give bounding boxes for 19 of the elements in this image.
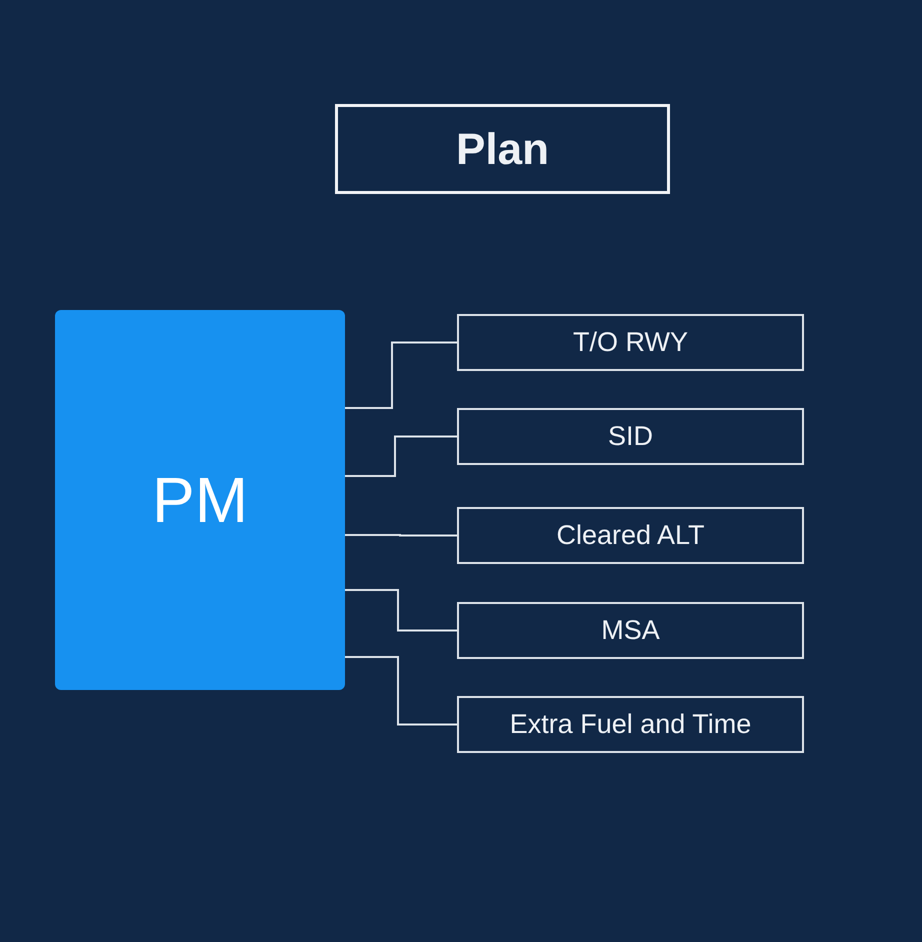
box-label: Cleared ALT: [556, 518, 705, 552]
item-box: [457, 602, 804, 659]
connector-line: [345, 342, 457, 409]
box-label: SID: [608, 420, 653, 453]
title-box: [335, 104, 670, 194]
connector-line: [345, 534, 457, 536]
item-box: [457, 408, 804, 465]
item-box: [457, 507, 804, 564]
connector-line: [345, 589, 457, 632]
box-label: Plan: [456, 124, 549, 176]
box-label: MSA: [601, 614, 660, 647]
connector-line: [345, 656, 457, 726]
box-label: T/O RWY: [572, 326, 688, 359]
item-box: [457, 314, 804, 371]
actor-box: [55, 310, 345, 690]
connector-line: [345, 436, 457, 477]
box-label: Extra Fuel and Time: [510, 708, 752, 741]
box-label: PM: [152, 463, 248, 538]
item-box: [457, 696, 804, 753]
